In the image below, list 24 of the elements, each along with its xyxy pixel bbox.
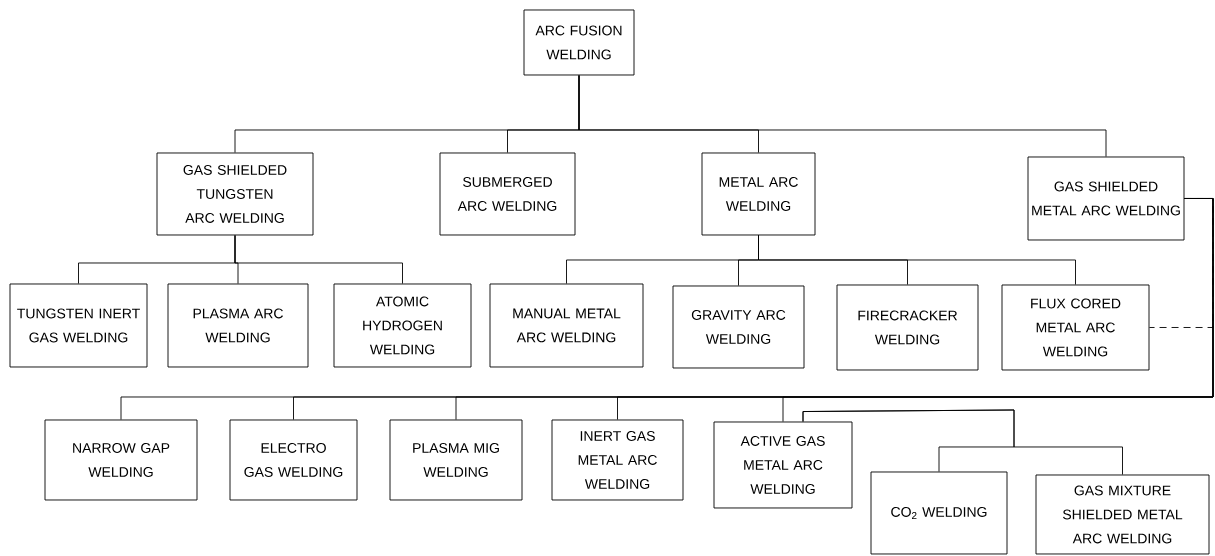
process-box: FLUX CORED METAL ARC WELDING <box>1001 284 1150 371</box>
process-box: ATOMIC HYDROGEN WELDING <box>333 283 472 368</box>
process-box: ELECTRO GAS WELDING <box>229 419 358 501</box>
connector-line <box>578 75 1107 157</box>
process-box: MANUAL METAL ARC WELDING <box>489 283 644 368</box>
connector-line <box>802 409 1123 475</box>
process-box: GAS MIXTURE SHIELDED METAL ARC WELDING <box>1035 474 1210 555</box>
process-box: GAS SHIELDED METAL ARC WELDING <box>1027 156 1185 241</box>
process-box: NARROW GAP WELDING <box>44 419 198 501</box>
connector-line <box>782 198 1214 422</box>
process-box: METAL ARC WELDING <box>701 152 816 236</box>
process-box: FIRECRACKER WELDING <box>836 284 979 371</box>
connector-line <box>234 235 403 284</box>
process-box: ACTIVE GAS METAL ARC WELDING <box>713 421 853 509</box>
process-box: INERT GAS METAL ARC WELDING <box>551 419 684 501</box>
process-box: SUBMERGED ARC WELDING <box>439 152 576 236</box>
process-box: TUNGSTEN INERT GAS WELDING <box>9 283 148 368</box>
connector-line <box>758 235 1076 285</box>
process-box: ARC FUSION WELDING <box>523 9 635 76</box>
process-box: PLASMA MIG WELDING <box>389 419 523 501</box>
process-box: CO$_{2}$ WELDING <box>870 471 1008 555</box>
process-box: GAS SHIELDED TUNGSTEN ARC WELDING <box>156 152 314 236</box>
process-box: PLASMA ARC WELDING <box>167 283 309 368</box>
process-box: GRAVITY ARC WELDING <box>672 285 805 369</box>
